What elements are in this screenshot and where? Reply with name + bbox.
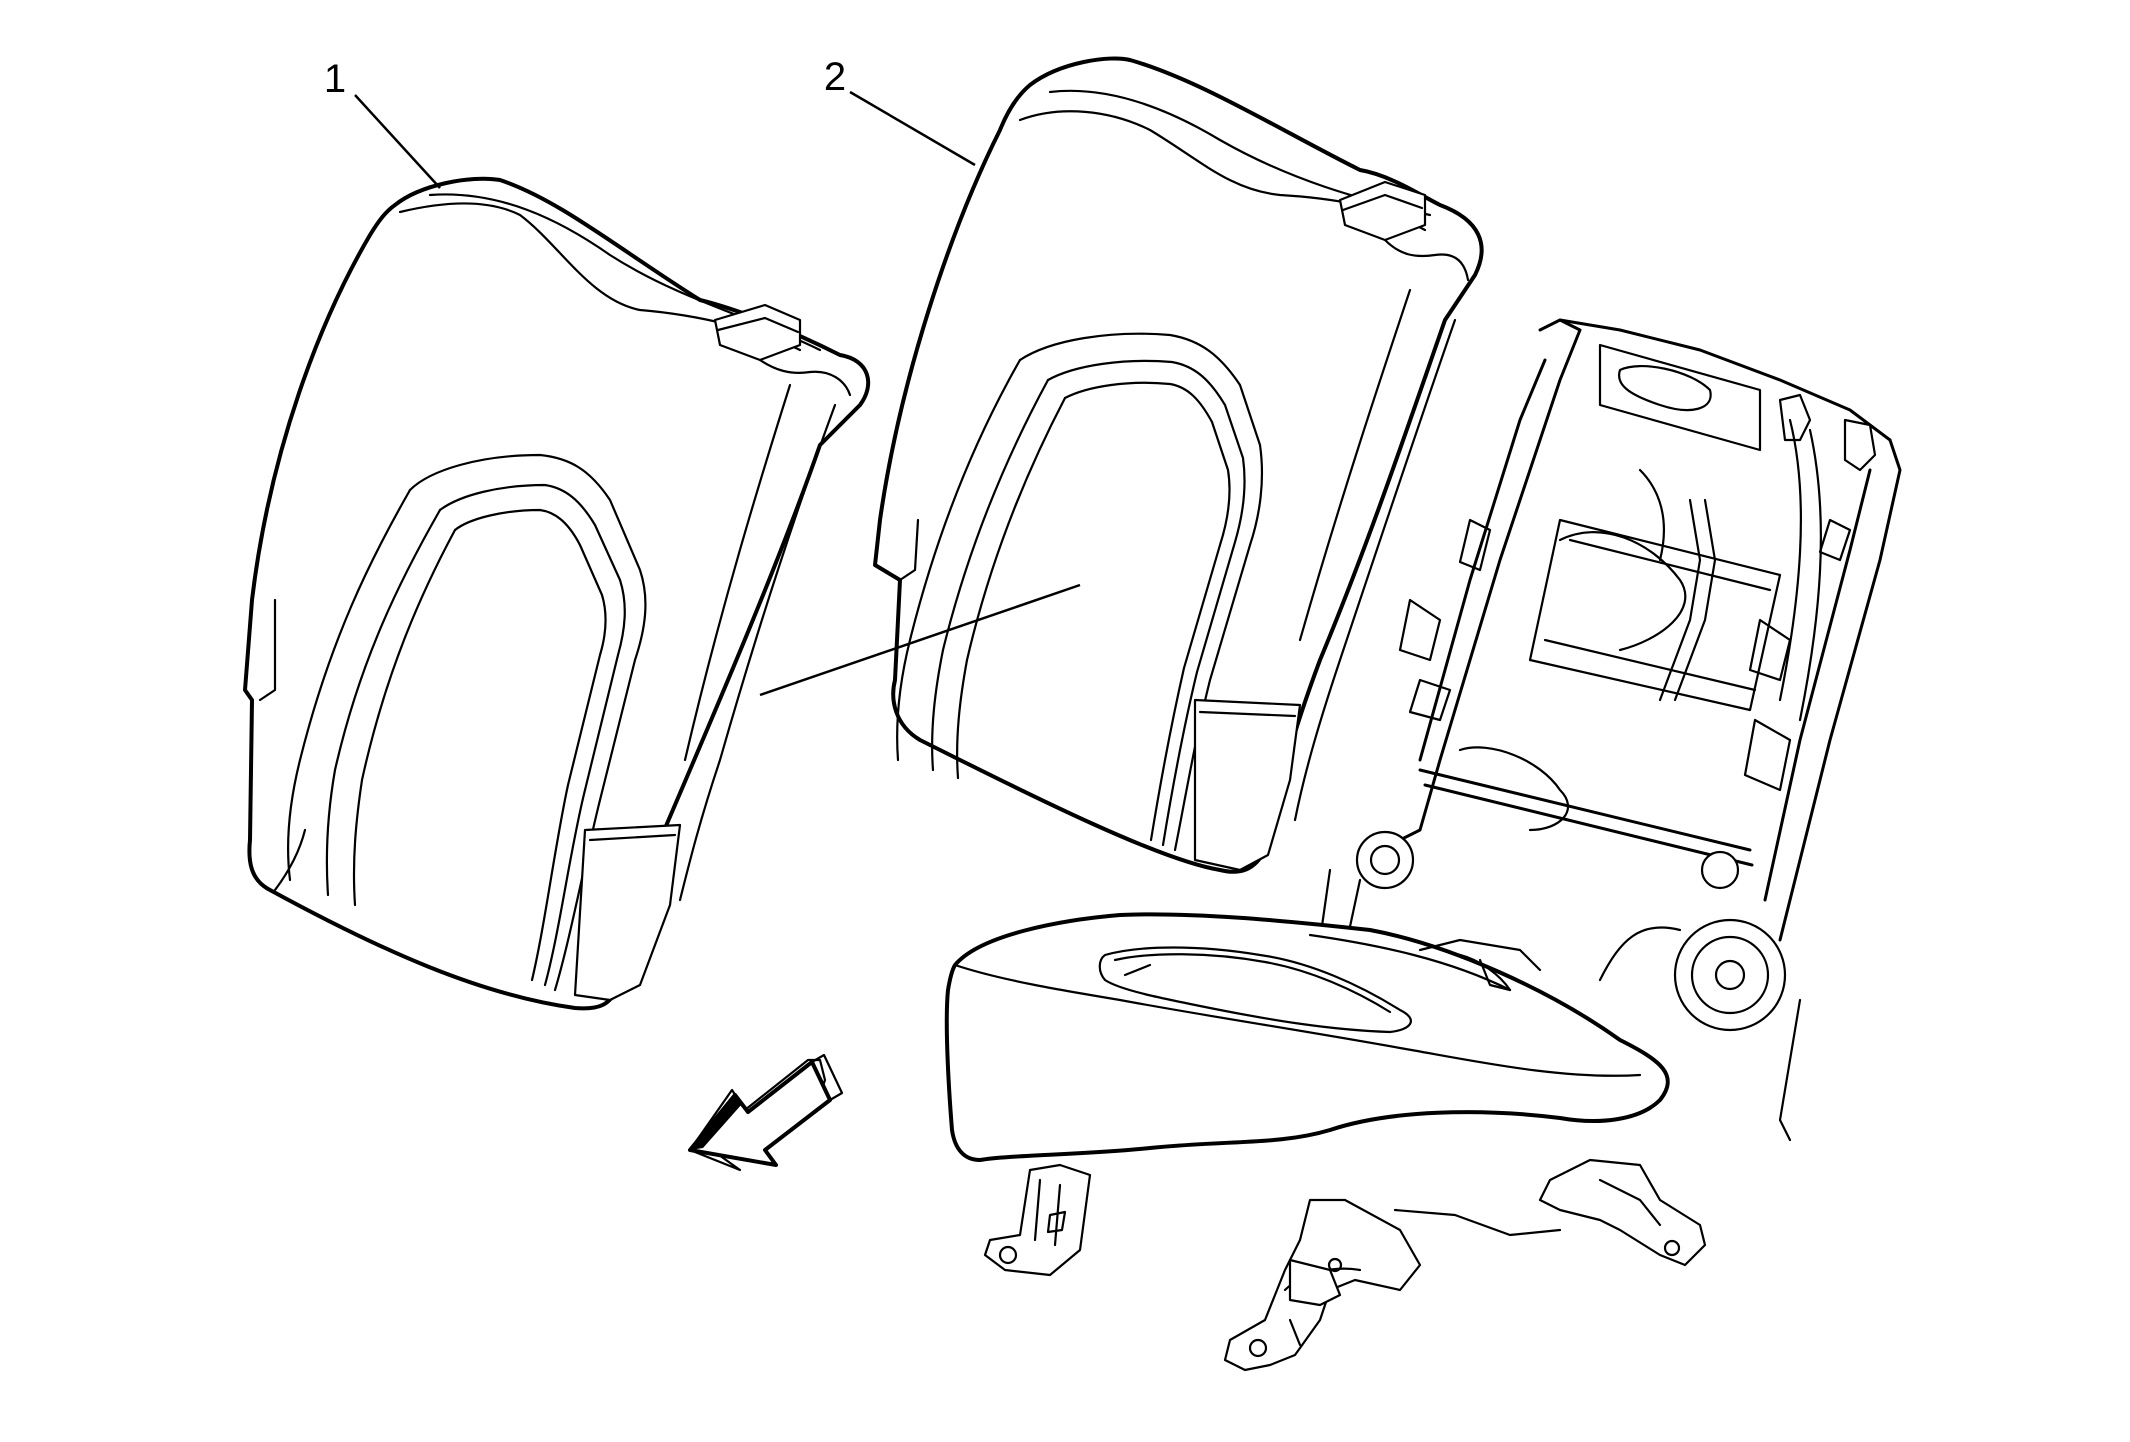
seat-back-cover-part-2 [873,56,1484,874]
callout-label-1: 1 [324,57,346,101]
seat-back-cover-part-1 [243,176,871,1011]
callout-leaders [354,90,1081,697]
seat-back-frame [1318,318,1902,1142]
forward-arrow-icon [688,1053,844,1172]
leader-line-cover [759,583,1081,697]
leader-line-1 [354,94,441,189]
seat-base-legs [983,1158,1707,1372]
seat-cushion [944,912,1670,1162]
leader-line-2 [849,90,976,167]
callout-label-2: 2 [824,55,846,99]
